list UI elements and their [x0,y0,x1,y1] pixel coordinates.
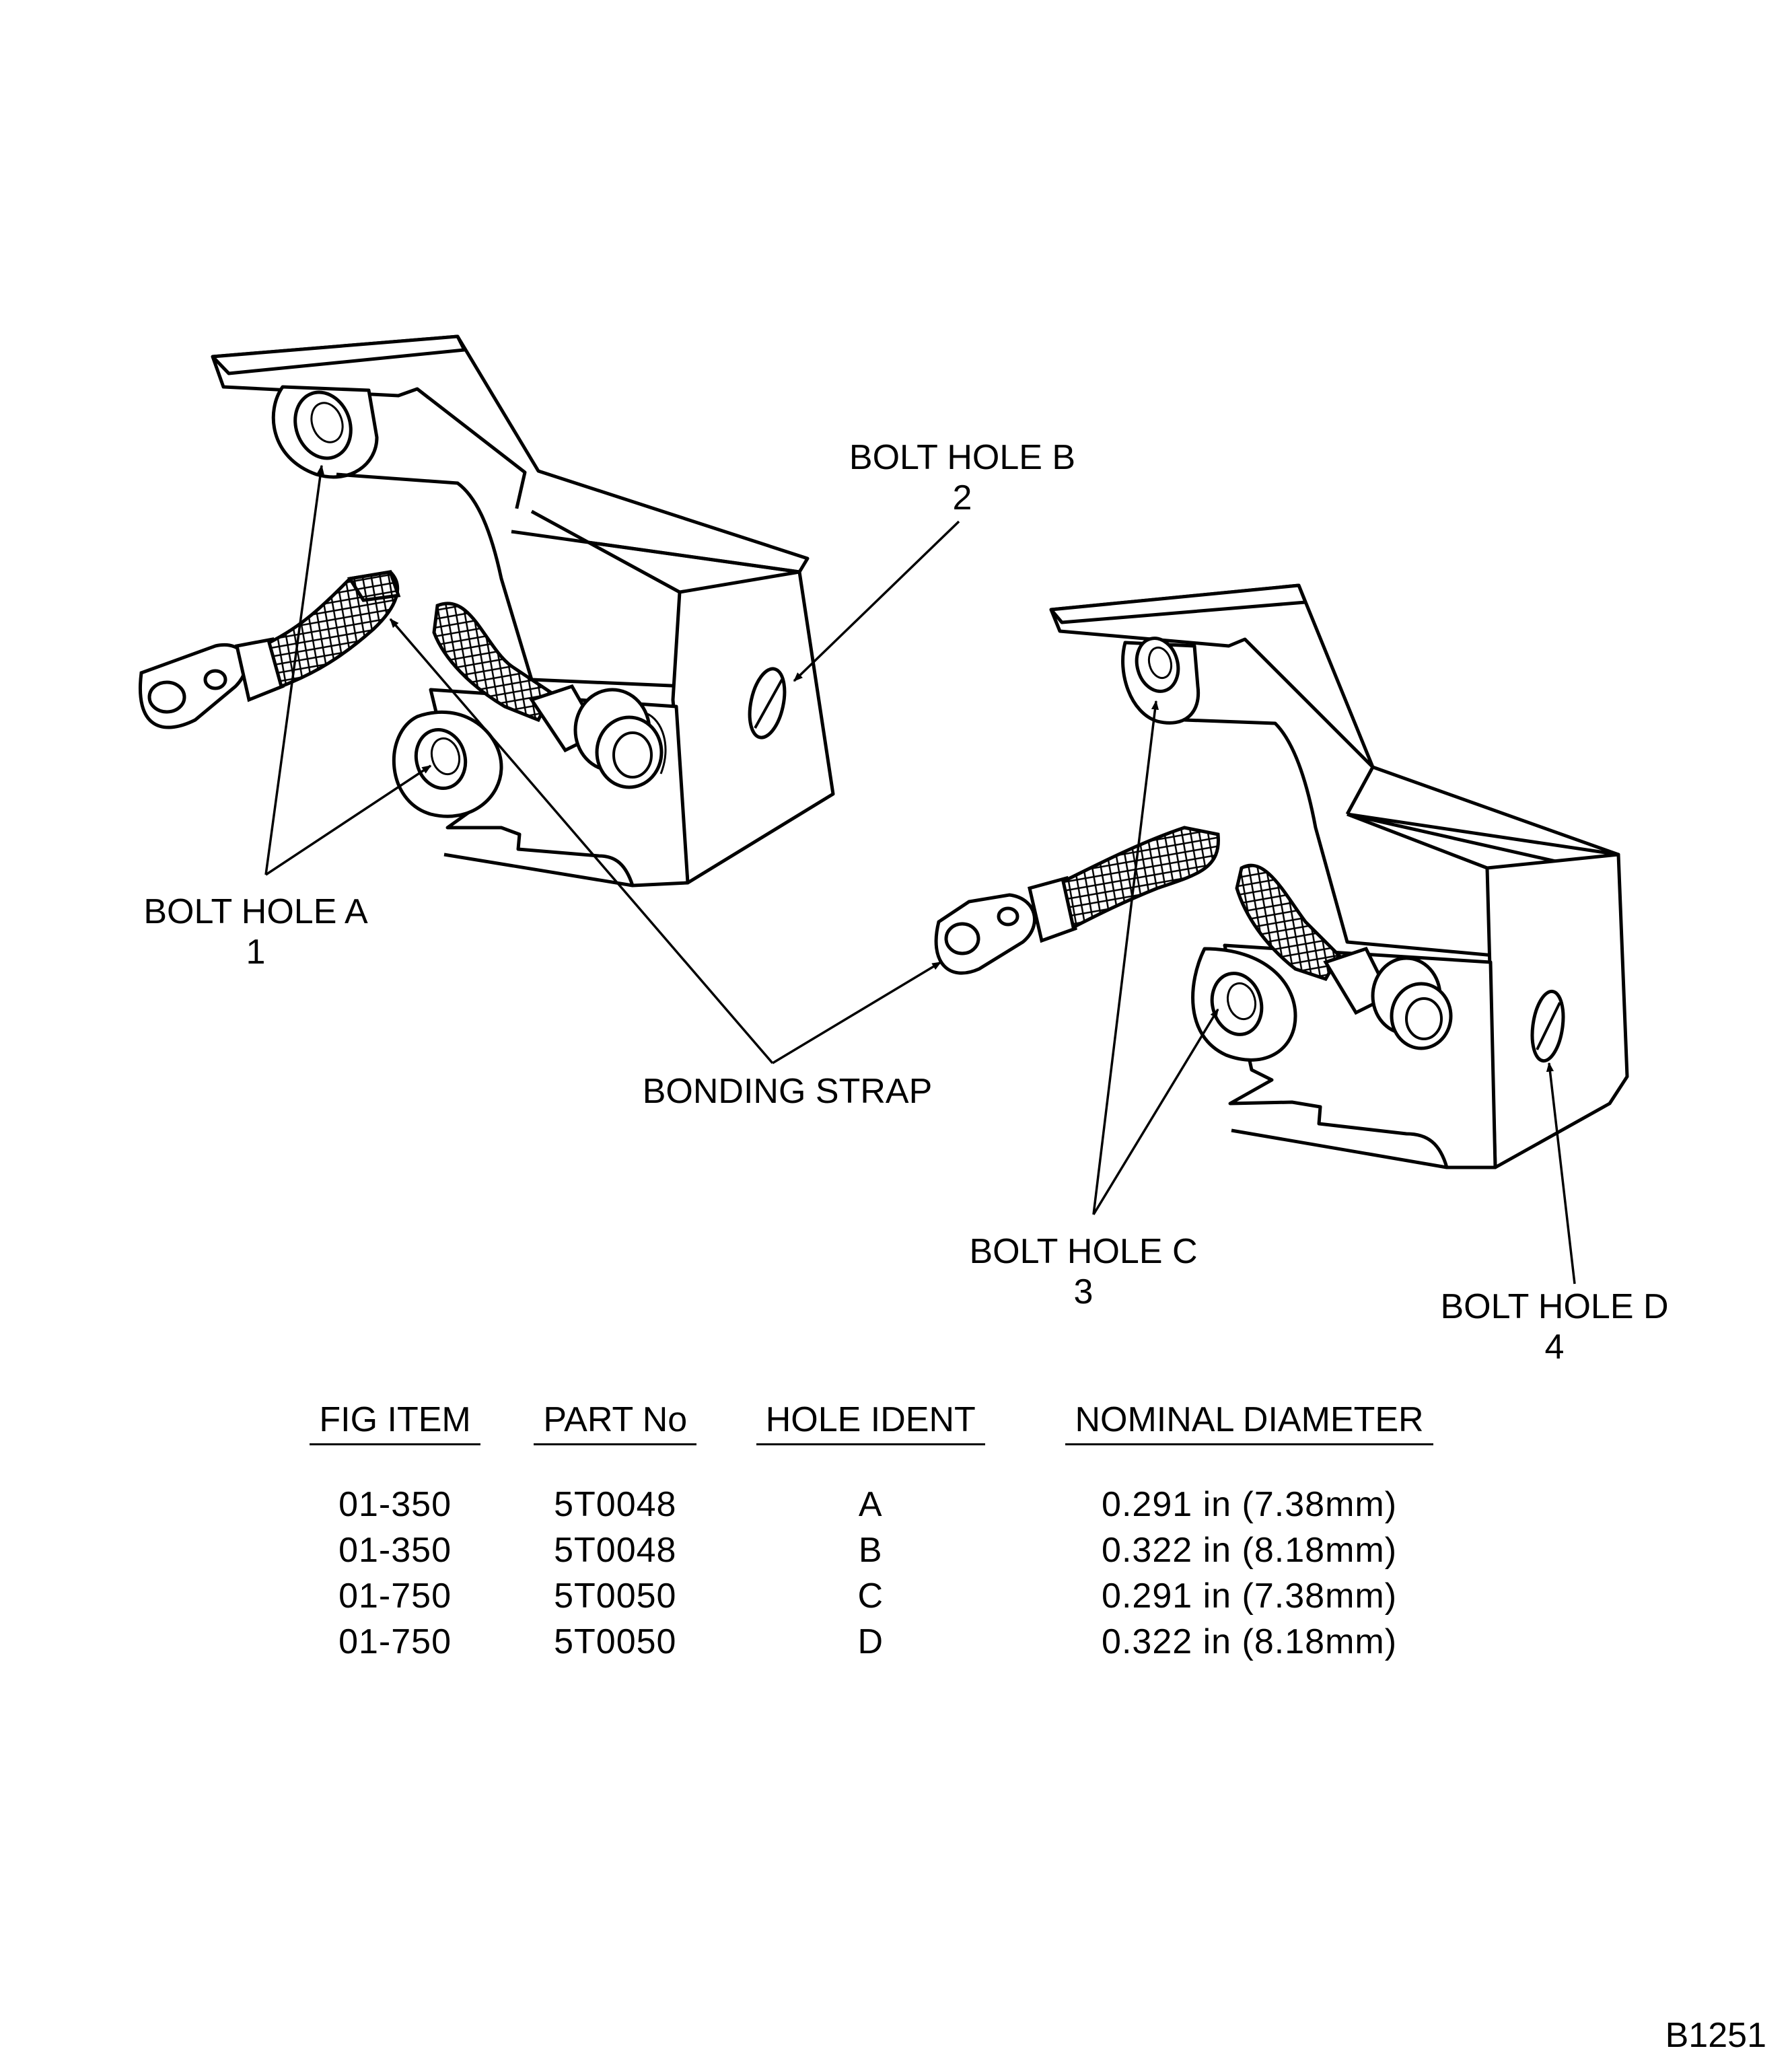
callout-label: BOLT HOLE A [143,892,368,931]
callout-number: 3 [1073,1272,1094,1311]
callout-label: BOLT HOLE B [849,438,1076,477]
cell-fig-item: 01-350 [338,1531,452,1570]
cell-fig-item: 01-750 [338,1577,452,1616]
cell-diameter: 0.322 in (8.18mm) [1102,1622,1398,1661]
cell-part-no: 5T0048 [554,1485,677,1524]
cell-part-no: 5T0048 [554,1531,677,1570]
table-row: 01-350 5T0048 A 0.291 in (7.38mm) [283,1445,1480,1527]
cell-part-no: 5T0050 [554,1577,677,1616]
leader-strap-2 [772,961,942,1064]
cell-hole-ident: A [858,1485,883,1524]
leader-c-2 [1092,1008,1219,1215]
callout-label: BONDING STRAP [642,1072,933,1111]
left-bracket [211,334,835,888]
header-hole-ident: HOLE IDENT [756,1400,985,1445]
right-bonding-strap [934,826,1453,1050]
leader-d [1546,1062,1576,1285]
cell-hole-ident: B [858,1531,883,1570]
leader-b [793,520,960,682]
table-row: 01-350 5T0048 B 0.322 in (8.18mm) [283,1527,1480,1573]
leader-a-2 [265,764,432,876]
table-row: 01-750 5T0050 D 0.322 in (8.18mm) [283,1619,1480,1665]
cell-diameter: 0.291 in (7.38mm) [1102,1577,1398,1616]
leader-strap-1 [389,618,774,1064]
callout-number: 1 [246,933,266,972]
header-part-no: PART No [534,1400,697,1445]
cell-diameter: 0.291 in (7.38mm) [1102,1485,1398,1524]
cell-fig-item: 01-350 [338,1485,452,1524]
callout-number: 4 [1544,1328,1565,1367]
leader-c-1 [1092,700,1159,1215]
callout-bolt-hole-c: BOLT HOLE C 3 [956,1231,1211,1312]
table-header-row: FIG ITEM PART No HOLE IDENT NOMINAL DIAM… [283,1400,1480,1445]
callout-label: BOLT HOLE D [1440,1287,1669,1326]
header-nominal-diameter: NOMINAL DIAMETER [1065,1400,1433,1445]
callout-label: BOLT HOLE C [969,1232,1198,1271]
callout-bolt-hole-d: BOLT HOLE D 4 [1427,1287,1682,1367]
figure-code: B1251 [1665,2016,1766,2055]
callout-number: 2 [952,478,972,517]
cell-hole-ident: D [857,1622,884,1661]
left-bonding-strap [139,570,667,789]
cell-diameter: 0.322 in (8.18mm) [1102,1531,1398,1570]
callout-bolt-hole-b: BOLT HOLE B 2 [834,437,1090,518]
leader-lines [264,464,1576,1285]
cell-part-no: 5T0050 [554,1622,677,1661]
cell-fig-item: 01-750 [338,1622,452,1661]
header-fig-item: FIG ITEM [310,1400,480,1445]
table-row: 01-750 5T0050 C 0.291 in (7.38mm) [283,1573,1480,1619]
leader-a-1 [264,464,324,875]
parts-table: FIG ITEM PART No HOLE IDENT NOMINAL DIAM… [283,1400,1480,1665]
callout-bonding-strap: BONDING STRAP [626,1071,949,1112]
callout-bolt-hole-a: BOLT HOLE A 1 [128,892,384,972]
cell-hole-ident: C [857,1577,884,1616]
